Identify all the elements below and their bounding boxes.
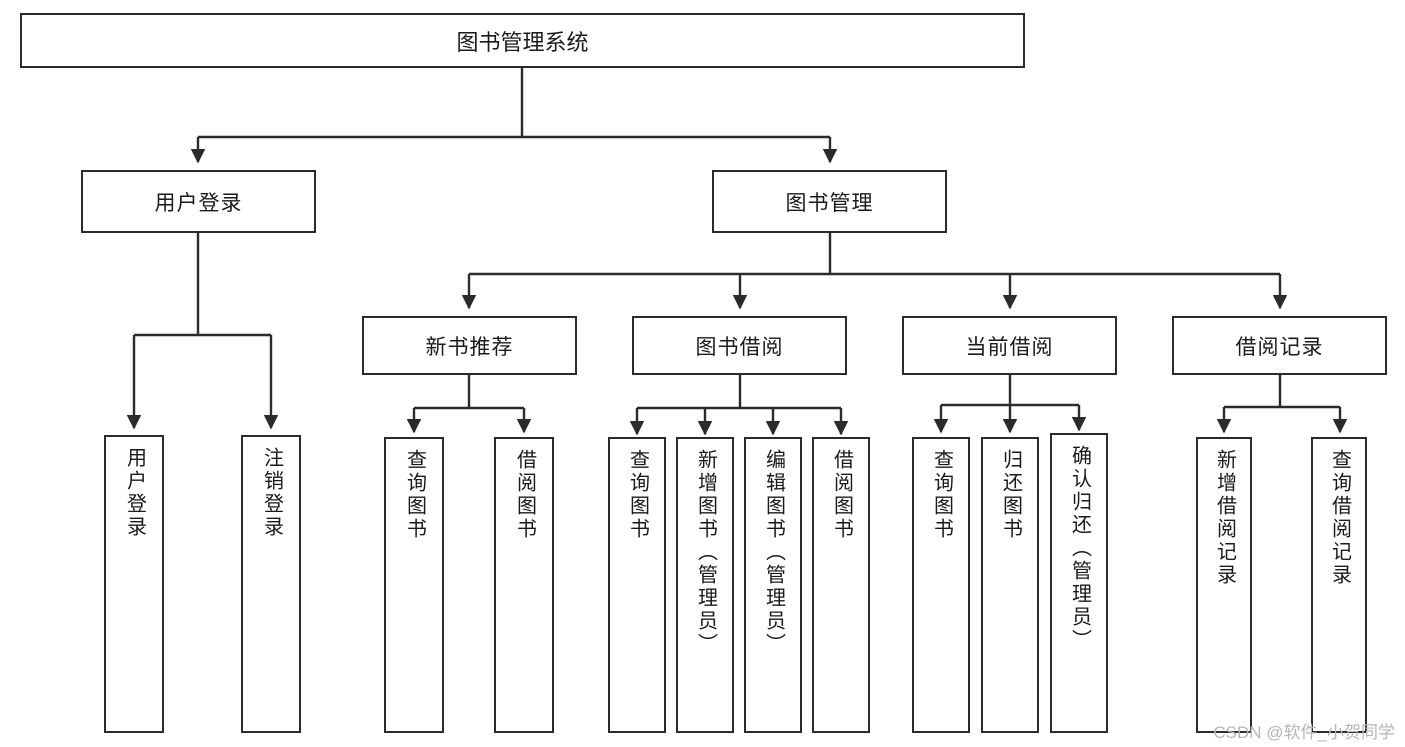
node-user-login[interactable]: 用户登录 — [81, 170, 316, 233]
node-new-book-recommend[interactable]: 新书推荐 — [362, 316, 577, 375]
leaf-book-borrow-3[interactable]: 借阅图书 — [812, 437, 870, 733]
leaf-label: 编辑图书（管理员） — [762, 449, 785, 656]
leaf-label: 查询借阅记录 — [1328, 449, 1351, 587]
leaf-label: 用户登录 — [123, 447, 146, 539]
node-book-borrow[interactable]: 图书借阅 — [632, 316, 847, 375]
leaf-label: 查询图书 — [626, 449, 649, 541]
leaf-book-borrow-2[interactable]: 编辑图书（管理员） — [744, 437, 802, 733]
leaf-label: 借阅图书 — [830, 449, 853, 541]
leaf-borrow-record-0[interactable]: 新增借阅记录 — [1196, 437, 1252, 733]
leaf-new-book-0[interactable]: 查询图书 — [384, 437, 444, 733]
node-current-borrow[interactable]: 当前借阅 — [902, 316, 1117, 375]
node-new-book-recommend-label: 新书推荐 — [425, 335, 514, 359]
node-borrow-record[interactable]: 借阅记录 — [1172, 316, 1387, 375]
leaf-new-book-1[interactable]: 借阅图书 — [494, 437, 554, 733]
node-current-borrow-label: 当前借阅 — [965, 335, 1054, 359]
leaf-label: 借阅图书 — [513, 449, 536, 541]
leaf-label: 注销登录 — [260, 447, 283, 539]
leaf-current-borrow-0[interactable]: 查询图书 — [912, 437, 970, 733]
leaf-label: 新增借阅记录 — [1213, 449, 1236, 587]
leaf-user-login-0[interactable]: 用户登录 — [104, 435, 164, 733]
leaf-book-borrow-0[interactable]: 查询图书 — [608, 437, 666, 733]
node-borrow-record-label: 借阅记录 — [1235, 335, 1324, 359]
node-root[interactable]: 图书管理系统 — [20, 13, 1025, 68]
leaf-current-borrow-1[interactable]: 归还图书 — [981, 437, 1039, 733]
leaf-label: 查询图书 — [403, 449, 426, 541]
node-book-management[interactable]: 图书管理 — [712, 170, 947, 233]
leaf-borrow-record-1[interactable]: 查询借阅记录 — [1311, 437, 1367, 733]
leaf-label: 查询图书 — [930, 449, 953, 541]
node-root-label: 图书管理系统 — [456, 29, 589, 55]
leaf-user-login-1[interactable]: 注销登录 — [241, 435, 301, 733]
node-book-borrow-label: 图书借阅 — [695, 335, 784, 359]
leaf-current-borrow-2[interactable]: 确认归还（管理员） — [1050, 433, 1108, 733]
node-user-login-label: 用户登录 — [154, 191, 243, 215]
leaf-book-borrow-1[interactable]: 新增图书（管理员） — [676, 437, 734, 733]
leaf-label: 确认归还（管理员） — [1068, 445, 1091, 652]
node-book-management-label: 图书管理 — [785, 191, 874, 215]
csdn-watermark: CSDN @软件_小贺同学 — [1213, 723, 1395, 742]
leaf-label: 新增图书（管理员） — [694, 449, 717, 656]
leaf-label: 归还图书 — [999, 449, 1022, 541]
